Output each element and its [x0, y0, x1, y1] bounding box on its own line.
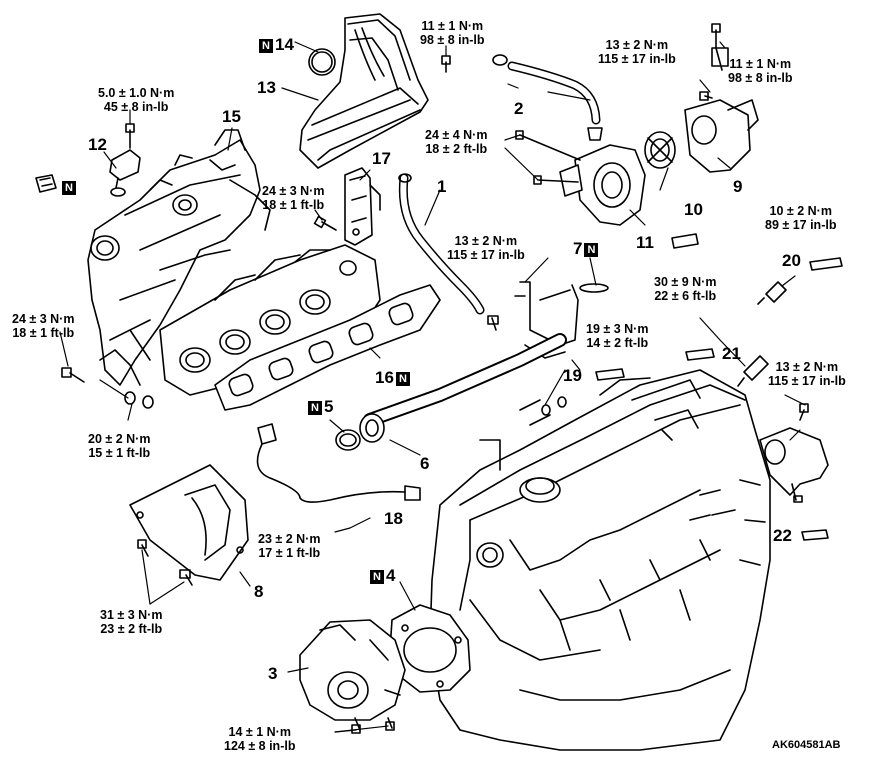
part-label-19: 19	[563, 366, 582, 385]
intake-air-duct-13	[299, 13, 429, 169]
sealant-11	[671, 233, 699, 249]
part-label-connector: N	[60, 178, 78, 195]
gasket-ring-14	[308, 48, 336, 76]
engine-block	[429, 369, 771, 751]
part-label-2: 2	[514, 99, 524, 118]
part-label-3: 3	[268, 664, 278, 683]
hose-2	[492, 54, 603, 141]
new-part-marker: N	[395, 372, 410, 386]
part-label-17: 17	[372, 149, 391, 168]
connector-n	[35, 174, 57, 193]
water-hose-1	[398, 173, 485, 315]
water-pipe-6	[359, 333, 567, 443]
new-part-marker: N	[370, 570, 384, 584]
figure-code: AK604581AB	[772, 739, 841, 751]
part-label-22: 22	[773, 526, 792, 545]
water-outlet-22	[759, 403, 829, 503]
bracket-17	[344, 167, 381, 246]
part-label-10: 10	[684, 200, 703, 219]
sensor-20	[757, 281, 787, 305]
thermostat-10	[644, 131, 676, 169]
water-outlet-9	[684, 99, 759, 173]
manifold-gasket-16	[214, 284, 441, 411]
part-label-11: 11	[636, 233, 654, 252]
part-label-6: 6	[420, 454, 430, 473]
intake-manifold	[87, 129, 271, 386]
new-part-marker: N	[62, 181, 76, 195]
o-ring-5	[335, 429, 361, 451]
sensor-21	[737, 355, 769, 387]
bolts-top-right	[699, 23, 729, 101]
sensor-12	[109, 123, 141, 197]
part-label-18: 18	[384, 509, 403, 528]
part-label-12: 12	[88, 135, 107, 154]
bolt-11-left	[441, 55, 451, 73]
bracket-8	[129, 464, 249, 586]
part-label-20: 20	[782, 251, 801, 270]
bolt-left-lower	[61, 367, 154, 409]
sealant-markers	[595, 257, 843, 541]
intake-runners	[159, 244, 381, 396]
water-pump-3	[299, 619, 406, 734]
sensor-harness-18	[256, 423, 421, 503]
leader-lines	[59, 41, 806, 733]
part-label-1: 1	[437, 177, 447, 196]
part-label-8: 8	[254, 582, 264, 601]
part-label-9: 9	[733, 177, 743, 196]
new-part-marker: N	[584, 243, 599, 257]
bolt-24-top	[313, 215, 337, 231]
new-part-marker: N	[308, 401, 322, 415]
part-label-13: 13	[257, 78, 276, 97]
thermostat-housing	[515, 130, 646, 226]
new-part-marker: N	[259, 39, 273, 53]
part-label-21: 21	[722, 344, 741, 363]
part-label-15: 15	[222, 107, 241, 126]
